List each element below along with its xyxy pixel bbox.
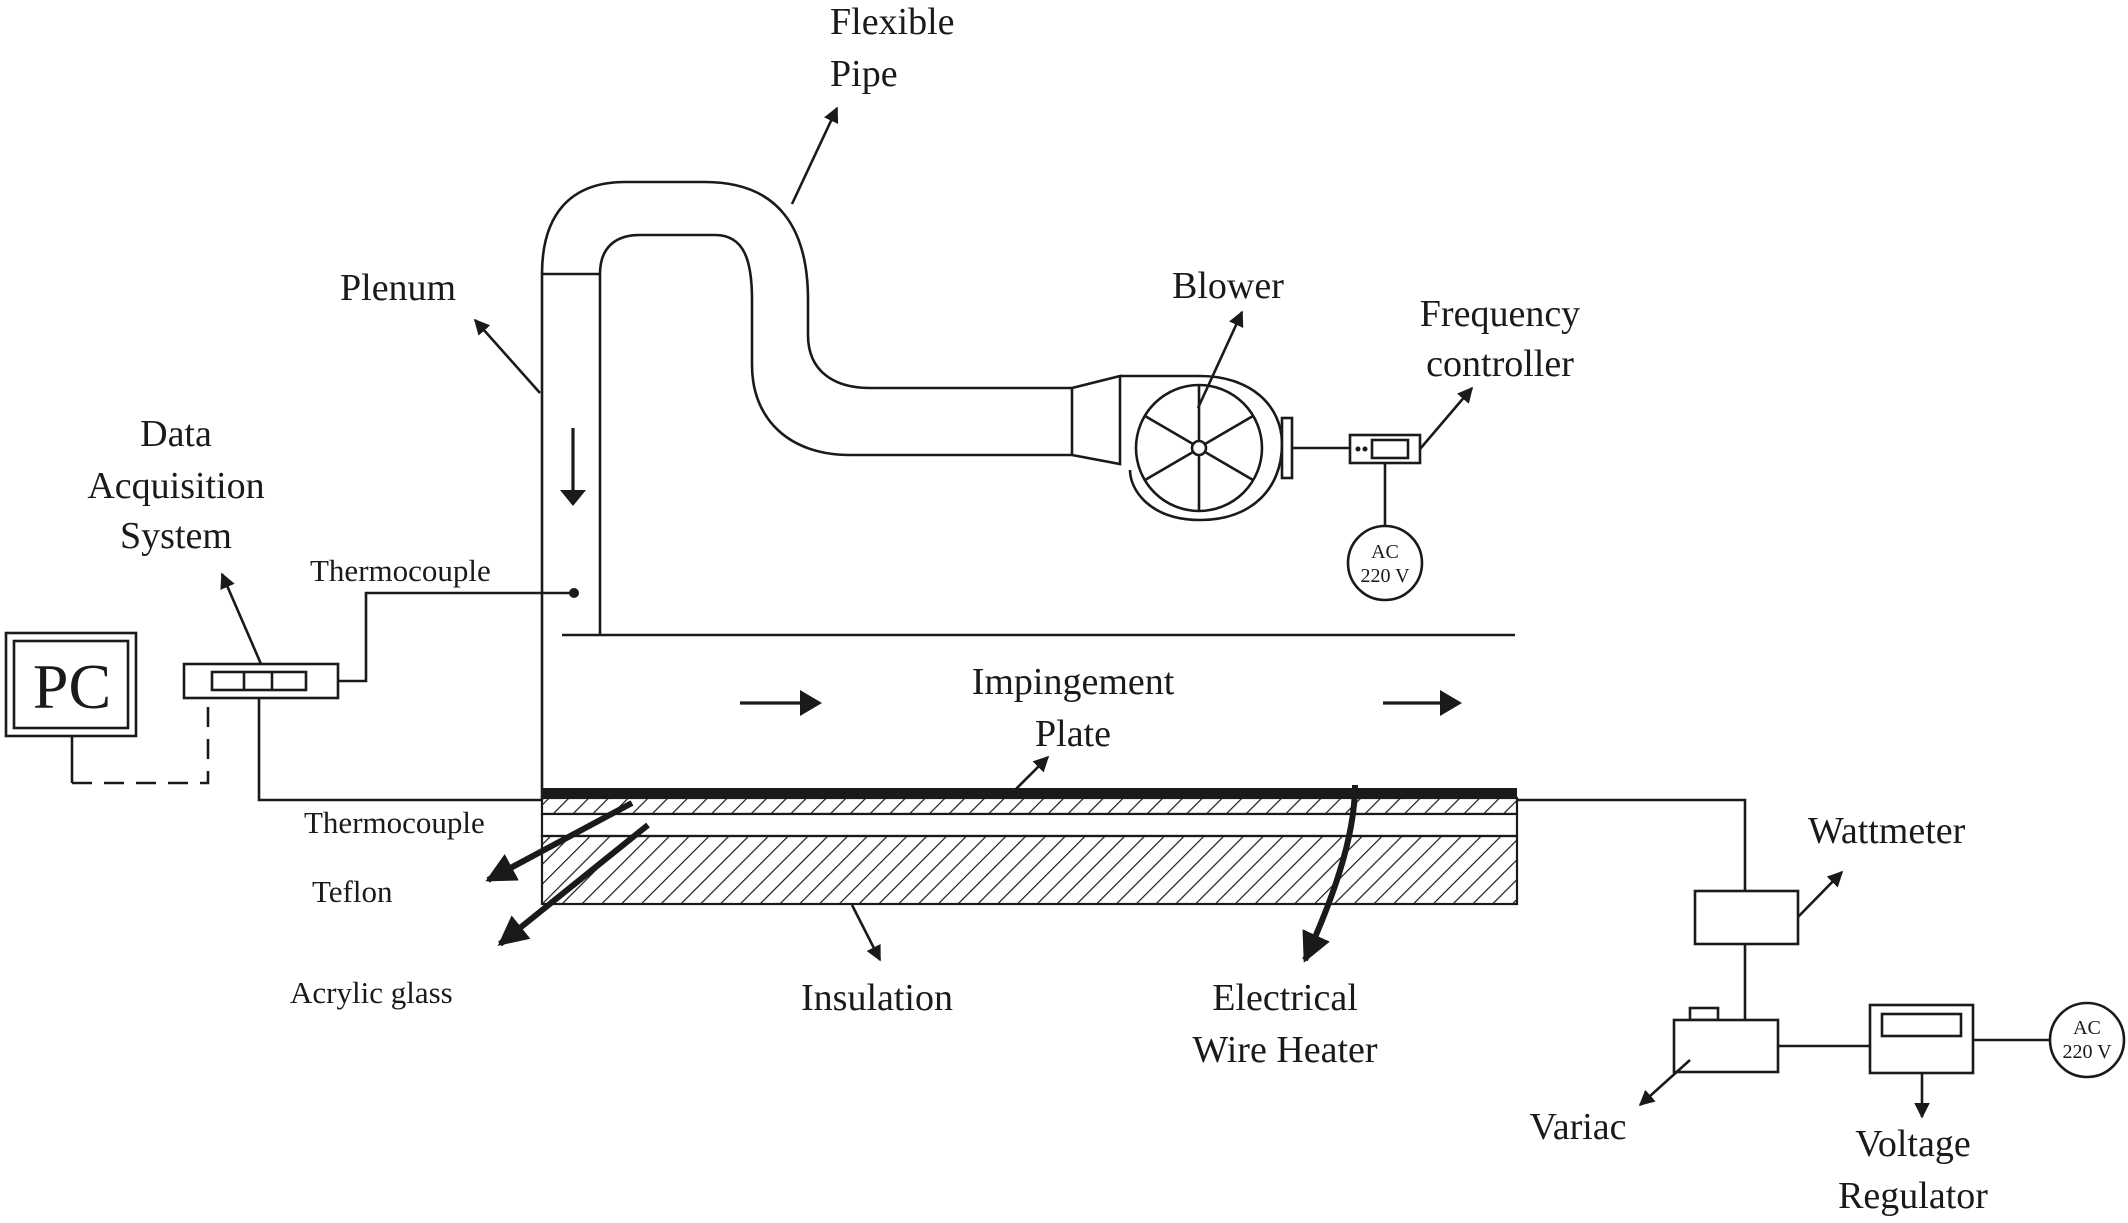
flow-channel [562,633,1515,716]
label-voltage-regulator-line1: Voltage [1855,1123,1970,1165]
label-frequency-line2: controller [1426,343,1574,385]
blower [1070,374,1350,522]
label-thermocouple-bottom: Thermocouple [304,805,485,840]
ac-supply-top-voltage: 220 V [1360,565,1410,587]
label-daq-line3: System [120,515,232,557]
label-daq-line1: Data [140,413,212,455]
label-frequency-line1: Frequency [1420,293,1580,335]
label-daq-line2: Acquisition [87,465,264,507]
label-flexible-pipe-line1: Flexible [830,1,955,43]
label-plenum: Plenum [340,267,456,309]
leader-arrows [220,106,1930,1119]
ac-supply-top-label: AC [1371,541,1399,563]
ac-supply-bottom-voltage: 220 V [2062,1041,2112,1063]
label-teflon: Teflon [312,874,393,909]
label-voltage-regulator-line2: Regulator [1838,1175,1988,1217]
pc-label: PC [33,651,111,722]
plenum [540,272,602,800]
pc: PC [4,631,210,785]
data-acquisition-system [182,588,1747,891]
frequency-controller [1348,433,1422,526]
label-impingement-line2: Plate [1035,713,1111,755]
variac [1672,1006,1870,1074]
label-heater-line1: Electrical [1212,977,1358,1019]
flexible-pipe [540,180,1072,457]
wattmeter [1693,889,1800,1020]
voltage-regulator [1868,1003,2050,1075]
label-impingement-line1: Impingement [972,661,1175,703]
label-heater-line2: Wire Heater [1192,1029,1378,1071]
ac-supply-top: AC 220 V [1346,524,1424,602]
label-thermocouple-top: Thermocouple [310,553,491,588]
labels: Flexible Pipe Plenum Blower Frequency co… [87,1,1988,1217]
label-variac: Variac [1529,1106,1626,1148]
test-section [540,788,1519,906]
label-flexible-pipe-line2: Pipe [830,53,898,95]
ac-supply-bottom-label: AC [2073,1017,2101,1039]
ac-supply-bottom: AC 220 V [2048,1001,2126,1079]
label-acrylic-glass: Acrylic glass [290,975,453,1010]
label-blower: Blower [1172,265,1284,307]
label-wattmeter: Wattmeter [1808,810,1966,852]
label-insulation: Insulation [801,977,953,1019]
